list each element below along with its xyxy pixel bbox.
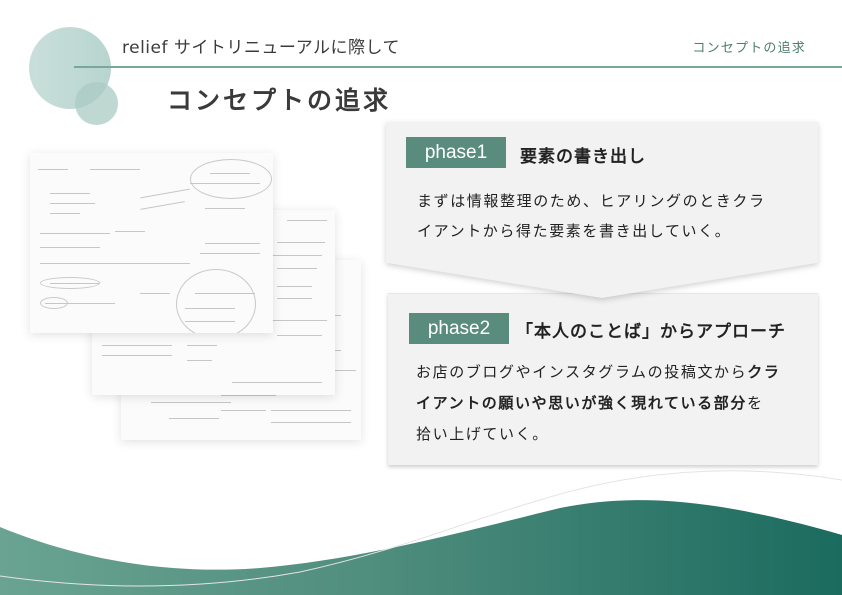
phase2-card: phase2 「本人のことば」からアプローチ お店のブログやインスタグラムの投稿…: [388, 293, 818, 465]
page-title: コンセプトの追求: [167, 86, 392, 115]
phase2-body-text: を: [746, 394, 764, 412]
phase2-badge: phase2: [409, 313, 509, 344]
phase2-body-text: 拾い上げていく。: [416, 425, 549, 443]
phase2-body-text: お店のブログやインスタグラムの投稿文から: [416, 363, 748, 381]
phase2-body-emphasis: イアントの願いや思いが強く現れている部分: [416, 394, 747, 412]
phase2-body-emphasis: クラ: [747, 363, 781, 381]
phase1-badge: phase1: [406, 137, 506, 168]
phase1-body-line: イアントから得た要素を書き出していく。: [417, 222, 732, 240]
note-sheet-1: [30, 153, 273, 333]
phase2-body: お店のブログやインスタグラムの投稿文からクラ イアントの願いや思いが強く現れてい…: [416, 357, 811, 450]
phase1-body-line: まずは情報整理のため、ヒアリングのときクラ: [417, 192, 766, 210]
header-section-label: コンセプトの追求: [692, 41, 806, 56]
decorative-circle-small: [75, 82, 118, 125]
phase1-card: phase1 要素の書き出し まずは情報整理のため、ヒアリングのときクラ イアン…: [386, 122, 818, 298]
header-divider: [74, 66, 842, 68]
header-title: relief サイトリニューアルに際して: [122, 38, 401, 58]
footer-wave: [0, 470, 842, 595]
phase1-heading: 要素の書き出し: [520, 147, 646, 167]
phase1-body: まずは情報整理のため、ヒアリングのときクラ イアントから得た要素を書き出していく…: [417, 186, 812, 246]
phase2-heading: 「本人のことば」からアプローチ: [516, 322, 786, 342]
